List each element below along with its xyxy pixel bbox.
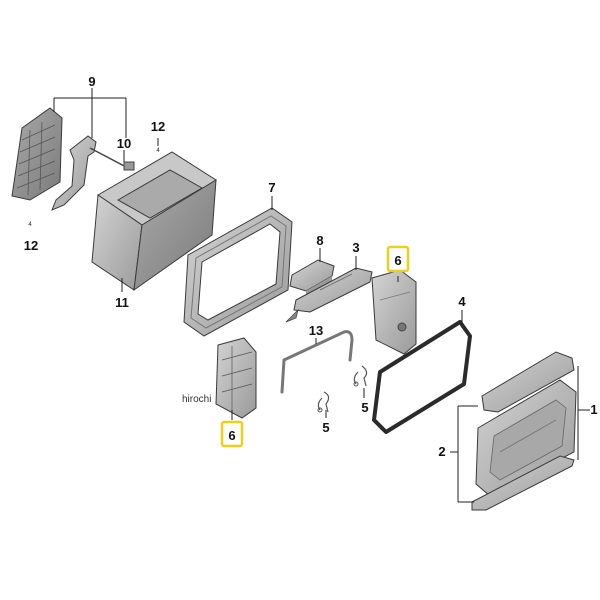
- part-11-case-shell: [91, 151, 217, 292]
- part-9-back-plate: [11, 107, 63, 201]
- part-13-wire-bail: [280, 330, 354, 394]
- callout-9: 9: [88, 74, 95, 89]
- callout-12-top-mark: 4: [156, 148, 160, 154]
- callout-3: 3: [352, 240, 359, 255]
- part-6-inner-panel-upper: [371, 269, 417, 355]
- highlight-box-6-lower: [220, 420, 244, 448]
- callout-13: 13: [309, 323, 323, 338]
- callout-8: 8: [316, 233, 323, 248]
- callout-10: 10: [117, 136, 131, 151]
- callout-4: 4: [458, 294, 466, 309]
- callout-5-right: 5: [361, 400, 368, 415]
- part-1-handle: [481, 351, 575, 413]
- highlight-box-6-upper: [386, 245, 410, 273]
- part-5-hook-lower: [317, 391, 330, 413]
- callout-6-upper: 6: [394, 253, 401, 268]
- callout-11: 11: [115, 295, 129, 310]
- callout-1: 1: [590, 402, 597, 417]
- part-10-bracket: [51, 135, 135, 211]
- callout-12-left: 12: [24, 238, 38, 253]
- callout-12-left-mark: 4: [28, 222, 32, 228]
- part-5-hook-upper: [353, 365, 368, 387]
- callout-5-lower: 5: [322, 420, 329, 435]
- callout-2: 2: [438, 444, 445, 459]
- part-6-inner-panel-lower: [215, 337, 257, 419]
- part-4-gasket: [372, 320, 472, 434]
- watermark-text: hirochi: [182, 394, 211, 405]
- callout-labels: 9 10 12 4 4 12 11 7 8 3 6 4 13 5 5 6 1 2: [24, 74, 598, 459]
- part-7-frame-ring: [183, 207, 293, 337]
- callout-7: 7: [268, 180, 275, 195]
- callout-6-lower: 6: [228, 428, 235, 443]
- callout-12-top: 12: [151, 119, 165, 134]
- leader-lines: [53, 88, 590, 503]
- part-2-lid-shell: [471, 379, 577, 511]
